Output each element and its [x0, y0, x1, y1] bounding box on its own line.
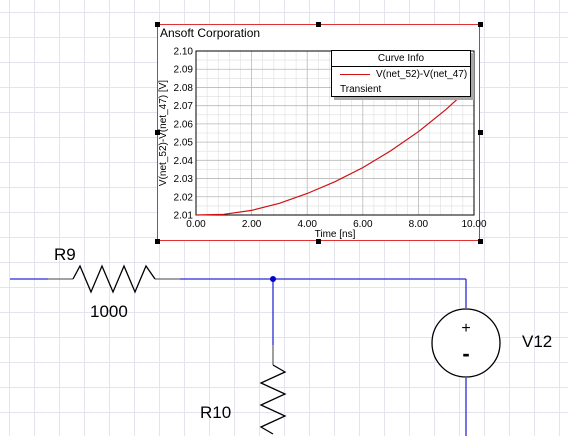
y-axis-label: V(net_52)-V(net_47) [V]: [158, 80, 169, 186]
x-tick-label: 6.00: [353, 219, 373, 230]
legend-header: Curve Info: [332, 51, 470, 67]
y-tick-label: 2.03: [174, 174, 194, 185]
r9-label: R9: [54, 245, 76, 264]
legend-curve-name: V(net_52)-V(net_47): [376, 69, 468, 80]
v12-plus-sign: +: [461, 320, 470, 337]
r9-value: 1000: [90, 302, 128, 321]
resize-handle-tl[interactable]: [155, 22, 160, 27]
y-tick-label: 2.09: [174, 65, 194, 76]
plot-title: Ansoft Corporation: [160, 26, 261, 40]
y-tick-label: 2.04: [174, 156, 194, 167]
v12-label: V12: [522, 332, 553, 351]
y-tick-label: 2.01: [174, 211, 194, 222]
x-tick-label: 4.00: [297, 219, 317, 230]
v12-minus-sign: -: [462, 341, 469, 366]
y-tick-label: 2.08: [174, 83, 194, 94]
curve-info-legend[interactable]: Curve Info V(net_52)-V(net_47) Transient: [331, 50, 471, 97]
x-tick-label: 10.00: [461, 219, 486, 230]
v12-source[interactable]: [431, 308, 501, 378]
r10-resistor[interactable]: [259, 364, 287, 435]
resize-handle-bl[interactable]: [155, 239, 160, 244]
series-line-v-net-52-v-net-47-: [195, 83, 475, 216]
resize-handle-bc[interactable]: [316, 239, 321, 244]
x-tick-label: 8.00: [409, 219, 429, 230]
y-tick-label: 2.10: [174, 47, 194, 58]
resize-handle-tc[interactable]: [316, 22, 321, 27]
x-tick-label: 2.00: [242, 219, 262, 230]
resize-handle-tr[interactable]: [478, 22, 483, 27]
junction-node[interactable]: [270, 276, 276, 282]
resize-handle-ml[interactable]: [155, 130, 160, 135]
r10-label: R10: [200, 403, 232, 422]
y-tick-label: 2.07: [174, 101, 194, 112]
legend-source: Transient: [340, 84, 382, 95]
resize-handle-mr[interactable]: [478, 130, 483, 135]
r9-resistor[interactable]: [72, 264, 156, 294]
y-tick-label: 2.06: [174, 119, 194, 130]
legend-swatch: [340, 74, 370, 75]
x-tick-label: 0.00: [186, 219, 206, 230]
x-axis-label: Time [ns]: [315, 229, 356, 240]
resize-handle-br[interactable]: [478, 239, 483, 244]
y-tick-label: 2.05: [174, 138, 194, 149]
y-tick-label: 2.02: [174, 192, 194, 203]
